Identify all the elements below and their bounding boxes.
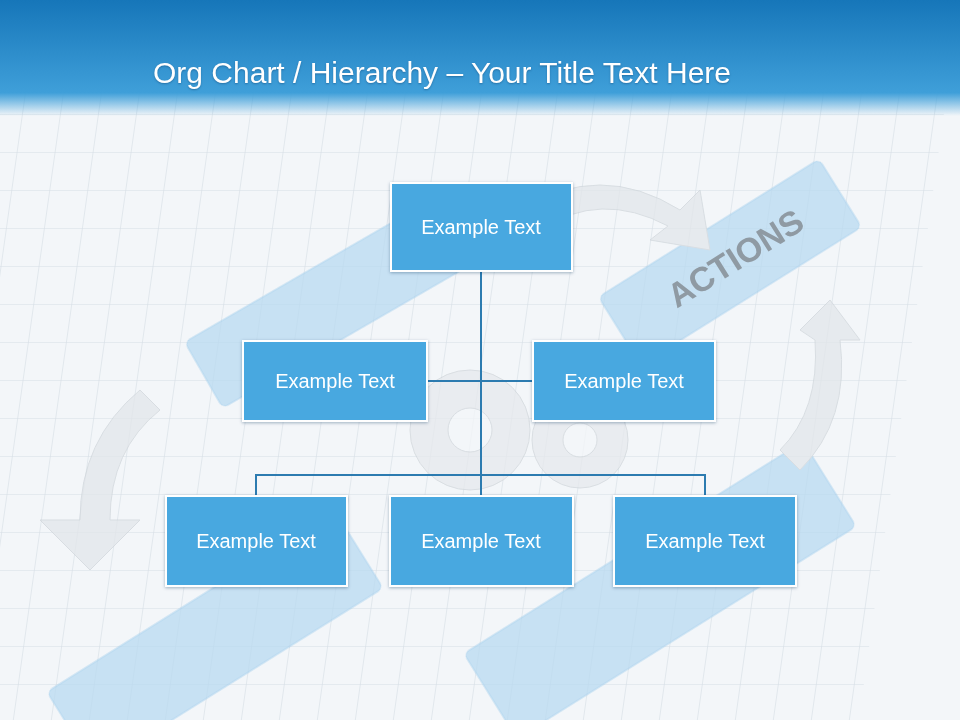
cycle-arrow — [40, 390, 160, 570]
box-label: Example Text — [421, 530, 541, 553]
org-box: Example Text — [165, 495, 348, 587]
hierarchy-connector — [256, 272, 481, 495]
gear-symbol — [410, 370, 530, 490]
hierarchy-connector — [481, 272, 705, 495]
box-label: Example Text — [564, 370, 684, 393]
hierarchy-connector — [481, 272, 532, 381]
box-label: Example Text — [275, 370, 395, 393]
box-label: Example Text — [196, 530, 316, 553]
box-label: Example Text — [645, 530, 765, 553]
org-box: Example Text — [390, 182, 573, 272]
org-box: Example Text — [242, 340, 428, 422]
org-box: Example Text — [613, 495, 797, 587]
slide-title: Org Chart / Hierarchy – Your Title Text … — [153, 56, 731, 90]
cycle-arrow — [780, 300, 860, 470]
title-bar — [0, 0, 960, 116]
org-box: Example Text — [532, 340, 716, 422]
box-label: Example Text — [421, 216, 541, 239]
org-box: Example Text — [389, 495, 574, 587]
hierarchy-connector — [428, 272, 481, 381]
